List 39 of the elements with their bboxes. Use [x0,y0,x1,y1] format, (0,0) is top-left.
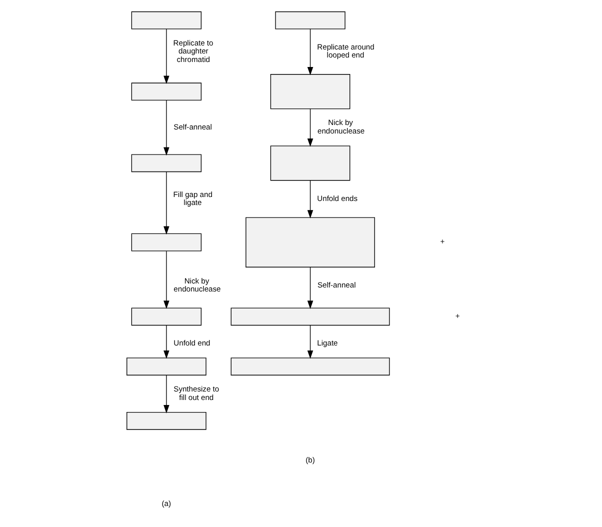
node-box [274,10,345,29]
label: (a) [161,498,171,508]
label: + [440,236,444,246]
node-box [126,411,206,430]
node-box [130,10,202,29]
edge-label: Nick by endonuclease [317,118,364,135]
arrow [306,108,313,146]
edge-label: Replicate to daughter chromatid [172,38,213,64]
arrow [306,266,313,308]
arrow [163,99,169,156]
arrow [163,374,169,413]
edge-label: Unfold end [173,338,210,347]
edge-label: Replicate around looped end [316,42,374,60]
arrow [306,324,313,358]
node-box [130,232,202,251]
node-box [126,357,206,375]
label: (b) [305,454,314,464]
node-box [130,307,202,326]
arrow [306,28,313,75]
arrow [306,180,313,218]
node-box [130,154,202,172]
edge-label: Nick by endonuclease [173,276,220,294]
edge-label: Synthesize to fill out end [173,384,219,402]
arrow [163,324,169,358]
node-box [230,357,390,375]
edge-label: Self-anneal [317,280,356,290]
arrow [163,28,169,84]
node-box [270,145,350,180]
node-box [270,74,350,109]
edge-label: Ligate [316,338,338,347]
arrow [163,250,169,308]
node-box [245,216,374,267]
edge-label: Unfold ends [316,193,358,202]
arrow [163,171,169,234]
edge-label: Self-anneal [173,122,212,131]
edge-label: Fill gap and ligate [172,189,212,207]
label: + [454,311,460,320]
node-box [130,82,202,100]
node-box [230,307,390,326]
